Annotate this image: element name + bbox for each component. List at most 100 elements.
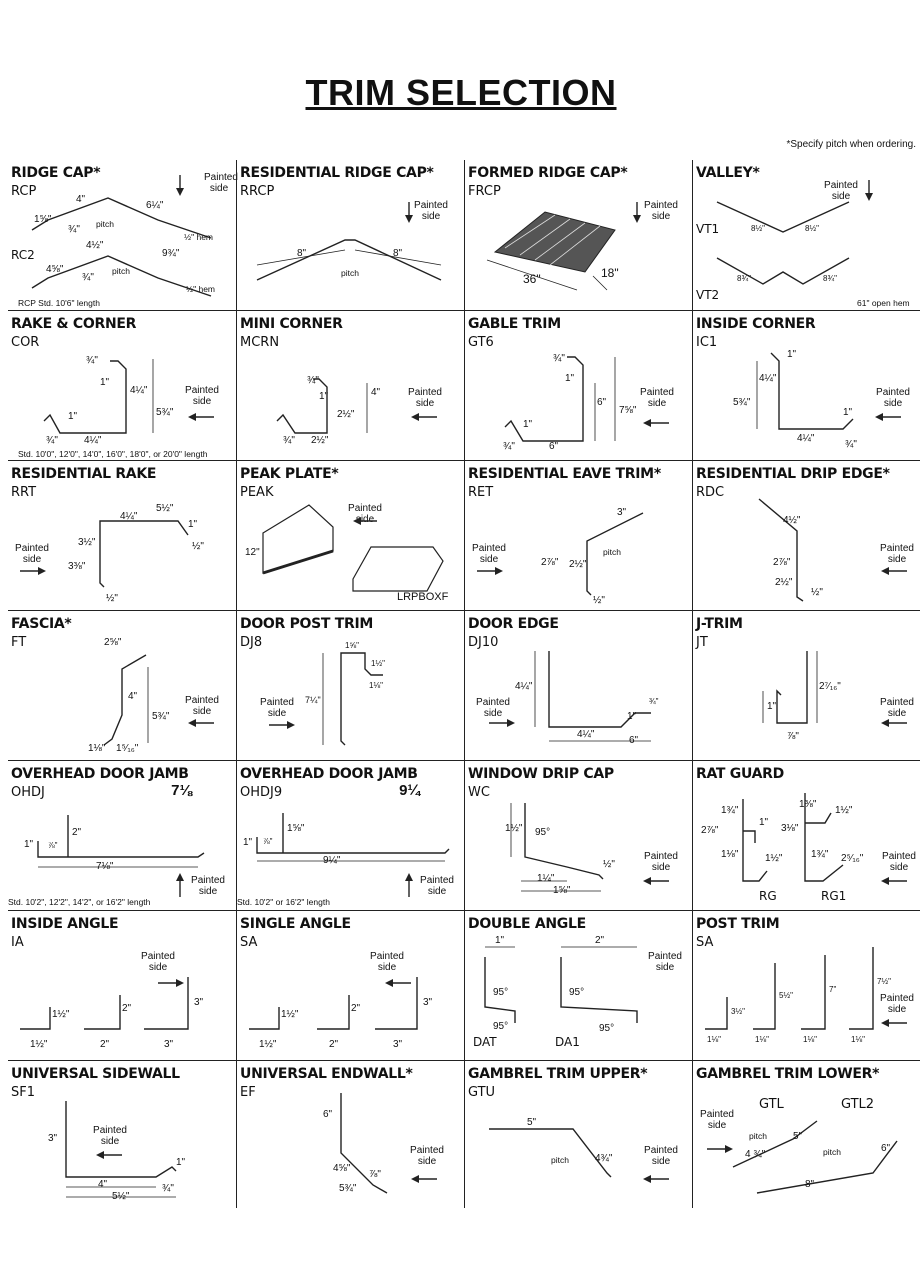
dim: 1⁵⁄₁₆" (116, 743, 139, 754)
dim: 5½" (779, 991, 793, 1000)
painted-side-label: Painted side (824, 180, 858, 202)
dim: 8" (297, 248, 307, 259)
dim: 1" (523, 419, 533, 430)
dim: 2" (595, 935, 605, 946)
trim-code: MCRN (240, 335, 280, 350)
trim-code: IC1 (696, 335, 718, 350)
trim-name: POST TRIM (696, 916, 780, 932)
dim: 1⅛" (851, 1035, 865, 1044)
length-note: Std. 10'2", 12'2", 14'2", or 16'2" lengt… (8, 897, 151, 907)
trim-j-trim: J-TRIM JT Painted side 2⁷⁄₁₆" 1" ⅞" (692, 610, 920, 760)
res-drip-drawing (758, 498, 907, 602)
dim: 2" (351, 1003, 361, 1014)
trim-name: RESIDENTIAL RIDGE CAP* (240, 165, 434, 181)
trim-valley: VALLEY* VT1 VT2 Painted side 8½" 8½" 8¾"… (692, 160, 920, 310)
trim-door-post: DOOR POST TRIM DJ8 Painted side 1⅝" 1½" … (236, 610, 464, 760)
dim: ¾" (46, 435, 58, 446)
dim: 1½" (371, 659, 385, 668)
dim: ½" (593, 595, 605, 606)
dim: 1½" (259, 1039, 277, 1050)
trim-inside-angle: INSIDE ANGLE IA Painted side 1½" 1½" 2" … (8, 910, 236, 1060)
dim: 1" (787, 349, 797, 360)
dim: 7⅝" (619, 405, 637, 416)
trim-rat-guard: RAT GUARD RG RG1 Painted side 1¾" 2⅞" 1"… (692, 760, 920, 910)
trim-code: VT1 (696, 222, 720, 236)
trim-code: GTL (759, 1097, 784, 1112)
trim-residential-ridge-cap: RESIDENTIAL RIDGE CAP* RRCP Painted side… (236, 160, 464, 310)
univ-endwall-drawing (340, 1093, 437, 1194)
dim: 1" (100, 377, 110, 388)
dim: ½" (192, 541, 204, 552)
trim-code: RRT (11, 485, 37, 500)
dim: 2⅝" (104, 637, 122, 648)
painted-side-label: Painted side (648, 951, 682, 973)
trim-code: OHDJ9 (240, 785, 283, 800)
dim: 8" (805, 1179, 815, 1190)
trim-code: WC (468, 785, 490, 800)
painted-side-label: Painted side (408, 387, 442, 409)
trim-double-angle: DOUBLE ANGLE DAT DA1 1" 95° 95° 2" 95° 9… (464, 910, 692, 1060)
dim: ¾" (82, 272, 94, 283)
dim: 2½" (337, 409, 355, 420)
dim: 4⅝" (333, 1163, 351, 1174)
size-label: 7⅛ (171, 782, 192, 799)
trim-name: PEAK PLATE* (240, 466, 339, 482)
dim: 1" (767, 701, 777, 712)
dim: 3" (194, 997, 204, 1008)
dim: 2" (122, 1003, 132, 1014)
dim: 1½" (835, 805, 853, 816)
trim-code: RRCP (240, 184, 275, 199)
dim: 1⅝" (287, 823, 305, 834)
trim-residential-rake: RESIDENTIAL RAKE RRT Painted side 5½" 4¼… (8, 460, 236, 610)
pitch-label: pitch (112, 266, 130, 276)
trim-code-2: GTL2 (841, 1097, 875, 1112)
dim: 1⅝" (345, 641, 359, 650)
dim: 1⅛" (369, 681, 383, 690)
dim: 12" (245, 547, 260, 558)
dim: ¾" (162, 1183, 174, 1194)
hem-label: ½" hem (186, 284, 216, 294)
dim: 1" (759, 817, 769, 828)
trim-name: RIDGE CAP* (11, 165, 101, 181)
dim: 3⅜" (68, 561, 86, 572)
dim: 5¾" (152, 711, 170, 722)
trim-name: UNIVERSAL ENDWALL* (240, 1066, 413, 1082)
dim: 1⅝" (34, 214, 52, 225)
painted-side-label: Painted side (141, 951, 175, 973)
dim: 3" (617, 507, 627, 518)
dim: ¾" (307, 375, 319, 386)
dim: 3" (423, 997, 433, 1008)
page-title: TRIM SELECTION (305, 72, 617, 113)
trim-single-angle: SINGLE ANGLE SA Painted side 1½" 1½" 2" … (236, 910, 464, 1060)
trim-code: COR (11, 335, 40, 350)
painted-side-label: Painted side (93, 1125, 127, 1147)
double-angle-drawing (484, 946, 638, 1023)
formed-ridge-cap-drawing (486, 202, 641, 291)
dim: 6" (323, 1109, 333, 1120)
dim: ¾" (86, 355, 98, 366)
trim-code-2: DA1 (555, 1035, 580, 1049)
dim: ⅞" (263, 837, 273, 846)
trim-code: EF (240, 1085, 256, 1100)
painted-side-label: Painted side (644, 851, 678, 873)
dim: 7½" (877, 977, 891, 986)
dim: 1⅛" (803, 1035, 817, 1044)
dim: 36" (523, 272, 541, 286)
trim-mini-corner: MINI CORNER MCRN Painted side ¾" 1" 4" 2… (236, 310, 464, 460)
res-rake-drawing (20, 520, 189, 588)
dim: 4¼" (759, 373, 777, 384)
dim: 1½" (52, 1009, 70, 1020)
trim-code: GTU (468, 1085, 496, 1100)
mini-corner-drawing (276, 378, 437, 434)
trim-universal-endwall: UNIVERSAL ENDWALL* EF Painted side 6" 4⅝… (236, 1060, 464, 1208)
dim: 4¼" (84, 435, 102, 446)
gable-trim-drawing (504, 356, 669, 442)
dim: ½" (106, 593, 118, 604)
door-post-drawing (269, 652, 383, 746)
dim: 8" (393, 248, 403, 259)
j-trim-drawing (762, 651, 907, 727)
dim: 2⅞" (541, 557, 559, 568)
trim-gambrel-lower: GAMBREL TRIM LOWER* GTL GTL2 Painted sid… (692, 1060, 920, 1208)
dim: 1⅜" (799, 799, 817, 810)
painted-side-label: Painted side (15, 543, 49, 565)
